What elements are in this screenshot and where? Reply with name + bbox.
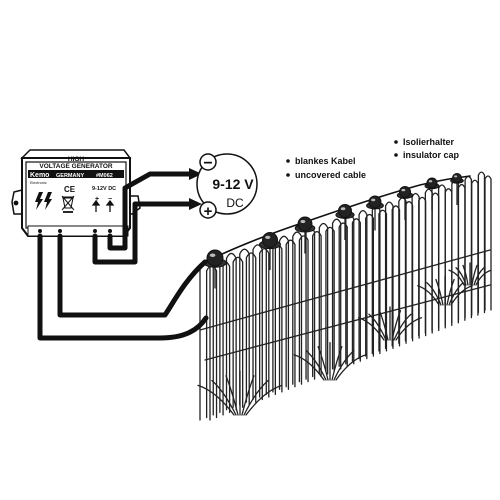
plate-minus-sign: − xyxy=(108,196,112,203)
fence-picket xyxy=(199,261,211,421)
fence-picket xyxy=(239,248,250,406)
minus-sign: − xyxy=(203,155,212,172)
fence-picket xyxy=(457,183,466,321)
fence-picket xyxy=(318,222,329,375)
fence-picket xyxy=(278,235,290,390)
fence-picket xyxy=(484,175,492,311)
fence-picket xyxy=(431,192,440,332)
insulator-cap xyxy=(396,186,414,221)
ce-mark: CE xyxy=(64,185,76,194)
insulator-cap xyxy=(203,249,227,289)
insulator-cap xyxy=(294,216,316,254)
grass-clump xyxy=(197,370,283,416)
terminal-screws xyxy=(38,229,112,233)
insulator-callout: Isolierhalter insulator cap xyxy=(394,137,460,160)
fence-picket xyxy=(358,210,368,360)
plus-terminal-icon xyxy=(199,201,217,219)
cable-label-de: blankes Kabel xyxy=(295,156,356,166)
insulator-cap xyxy=(450,173,464,206)
fence-picket xyxy=(225,252,237,411)
country-label: GERMANY xyxy=(56,173,84,179)
fence-picket xyxy=(384,201,394,350)
fence-picket xyxy=(351,218,361,362)
dc-power-supply: − + 9-12 V DC xyxy=(196,153,258,220)
fence-picket xyxy=(477,171,486,314)
input-voltage-label: 9-12V DC xyxy=(92,186,116,192)
wires xyxy=(37,168,209,341)
fence-rail xyxy=(204,284,491,361)
insulator-cap xyxy=(366,195,384,231)
fence-picket xyxy=(437,184,446,329)
fence-picket xyxy=(245,252,257,403)
fence-picket xyxy=(471,179,479,316)
fence-picket xyxy=(378,209,388,352)
cable-callout: blankes Kabel uncovered cable xyxy=(286,156,366,180)
generator-title-line2: VOLTAGE GENERATOR xyxy=(39,163,112,170)
grass-clump xyxy=(357,306,423,341)
fence-picket xyxy=(325,226,335,373)
high-voltage-generator: HIGH VOLTAGE GENERATOR Kemo GERMANY #M06… xyxy=(11,149,141,237)
fence-picket xyxy=(232,256,244,408)
insulator-label-de: Isolierhalter xyxy=(403,137,455,147)
insulator-cap xyxy=(424,177,440,211)
fence-picket xyxy=(312,230,322,378)
model-number: #M062 xyxy=(96,173,113,179)
fence-picket xyxy=(272,243,283,393)
cable-label-en: uncovered cable xyxy=(295,170,366,180)
fence-picket xyxy=(391,205,401,347)
fence-picket xyxy=(298,235,309,383)
voltage-label: 9-12 V xyxy=(212,176,254,192)
plate-plus-sign: + xyxy=(95,196,99,203)
grass-clump xyxy=(293,341,367,381)
insulator-caps xyxy=(203,173,464,289)
brand-logo: Kemo xyxy=(30,172,49,179)
brand-sub: Electronic xyxy=(30,181,47,185)
insulator-label-en: insulator cap xyxy=(403,150,460,160)
fence-picket xyxy=(365,213,375,357)
fence-picket xyxy=(285,239,296,388)
insulator-cap xyxy=(335,204,355,241)
grass-clump xyxy=(417,275,473,306)
plus-sign: + xyxy=(204,203,213,220)
fence-picket xyxy=(338,222,348,367)
fence-rail xyxy=(199,249,491,331)
high-voltage-icon xyxy=(35,192,52,210)
generator-title-line1: HIGH xyxy=(68,156,85,163)
fence-picket xyxy=(464,175,473,319)
polarity-arrows-icon xyxy=(91,199,115,212)
insulator-cap xyxy=(259,232,281,271)
fence-picket xyxy=(292,231,303,385)
fence-picket xyxy=(259,248,270,398)
minus-terminal-icon xyxy=(199,153,217,171)
fence-picket xyxy=(265,239,276,396)
dc-label: DC xyxy=(226,196,244,210)
grass-clump xyxy=(448,262,492,286)
fence-picket xyxy=(424,188,433,334)
fence-picket xyxy=(331,218,342,370)
recycle-bin-icon xyxy=(61,195,75,213)
